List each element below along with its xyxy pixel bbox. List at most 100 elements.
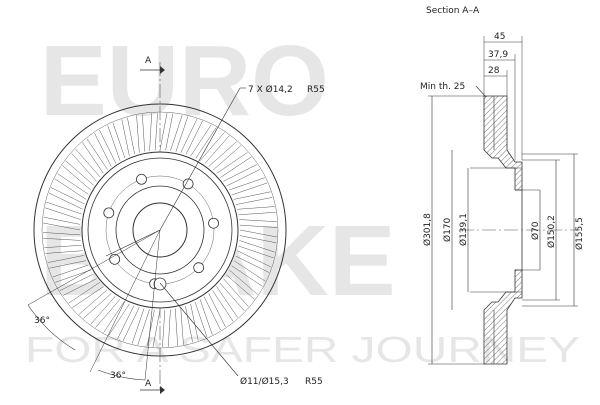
- vane-line: [180, 118, 198, 153]
- angle-bottom-label: 36°: [110, 371, 126, 381]
- vane-line: [137, 309, 150, 345]
- vane-line: [142, 114, 145, 152]
- vane-line: [235, 197, 273, 205]
- vane-line: [199, 299, 213, 335]
- bolt-hole: [103, 207, 115, 219]
- vane-line: [162, 309, 166, 347]
- vane-line: [146, 309, 155, 347]
- vane-line: [149, 113, 152, 151]
- center-radial-line: [105, 229, 161, 257]
- vane-line: [212, 145, 242, 171]
- vane-line: [223, 164, 258, 182]
- vane-line: [223, 278, 249, 307]
- vane-line: [52, 264, 89, 278]
- dim-flange-value: 28: [488, 66, 500, 76]
- section-marker-top-label: A: [145, 56, 152, 66]
- section-view: Section A–A Min th. 25 45 37,9 28: [420, 6, 585, 365]
- vane-line: [239, 219, 277, 222]
- vane-line: [136, 115, 140, 153]
- hat-inner-circle: [115, 185, 205, 275]
- vane-line: [112, 122, 126, 159]
- disc-profile-top: [483, 95, 523, 191]
- vane-line: [212, 290, 234, 322]
- vane-line: [226, 169, 261, 187]
- vane-line: [99, 129, 117, 164]
- cooling-vanes: [43, 113, 277, 347]
- bolt-hole: [182, 178, 194, 190]
- vane-line: [219, 282, 245, 312]
- vane-line: [233, 260, 266, 282]
- watermark-line1: EURO: [40, 25, 329, 137]
- bolt-hole: [208, 217, 219, 229]
- vane-line: [208, 293, 226, 328]
- vane-line: [83, 293, 112, 319]
- vane-line: [121, 119, 130, 157]
- vane-line: [71, 153, 97, 182]
- vane-line: [45, 250, 83, 254]
- vane-outer-circle: [41, 111, 279, 349]
- vane-line: [231, 182, 268, 196]
- vane-line: [216, 152, 248, 174]
- vane-line: [62, 278, 97, 296]
- vane-line: [65, 160, 94, 186]
- vane-line: [231, 265, 263, 287]
- vane-line: [68, 282, 100, 304]
- vane-line: [48, 192, 83, 210]
- vane-line: [190, 124, 212, 157]
- angle-ray-2: [89, 229, 161, 373]
- vane-line: [239, 224, 277, 228]
- vane-line: [175, 116, 189, 152]
- section-marker-bottom-label: A: [145, 379, 152, 389]
- bolt-callout: 7 X Ø14,2: [248, 84, 293, 95]
- dia-hat-inner-label: Ø139,1: [458, 213, 469, 246]
- vane-line: [47, 255, 85, 263]
- vane-line: [239, 240, 275, 253]
- vane-line: [229, 177, 265, 191]
- vane-line: [203, 296, 221, 331]
- section-arrow-bottom-icon: [160, 386, 165, 394]
- angle-ray-1: [27, 229, 161, 306]
- hole-radius: R55: [305, 377, 323, 387]
- vane-line: [233, 191, 271, 200]
- dia-hat-outer-label: Ø170: [442, 217, 453, 242]
- vane-line: [239, 229, 277, 238]
- vane-line: [59, 273, 94, 291]
- vane-line: [159, 113, 168, 151]
- vane-line: [226, 274, 255, 300]
- vane-line: [168, 309, 171, 347]
- vane-line: [239, 235, 277, 244]
- vane-line: [49, 260, 87, 269]
- dia-outer-label: Ø301,8: [422, 213, 433, 246]
- angle-ray-3: [144, 229, 161, 381]
- dia-150-label: Ø150,2: [546, 215, 557, 248]
- center-bore: [132, 202, 188, 258]
- vane-line: [185, 305, 193, 343]
- vane-line: [235, 255, 270, 273]
- bolt-hole: [109, 253, 121, 265]
- vane-line: [75, 148, 101, 178]
- vane-line: [131, 308, 145, 344]
- vane-line: [185, 120, 203, 155]
- vane-line: [154, 113, 158, 151]
- vane-line: [199, 132, 225, 161]
- vane-line: [43, 232, 81, 236]
- vane-line: [180, 307, 184, 345]
- vane-line: [46, 201, 82, 215]
- vane-line: [103, 301, 125, 333]
- hat-circle-2: [87, 157, 233, 303]
- vane-line: [54, 178, 87, 200]
- vane-line: [229, 269, 258, 295]
- vane-line: [78, 289, 108, 315]
- vane-line: [194, 301, 208, 338]
- vane-line: [175, 308, 178, 346]
- section-arrow-top-icon: [160, 66, 165, 74]
- vane-line: [43, 216, 81, 225]
- outer-disc-edge: [33, 103, 287, 357]
- vane-line: [62, 165, 91, 191]
- angle-arc-left: [27, 304, 76, 351]
- vane-line: [43, 222, 81, 231]
- vane-line: [45, 207, 81, 220]
- hole-leader-line: [159, 282, 239, 377]
